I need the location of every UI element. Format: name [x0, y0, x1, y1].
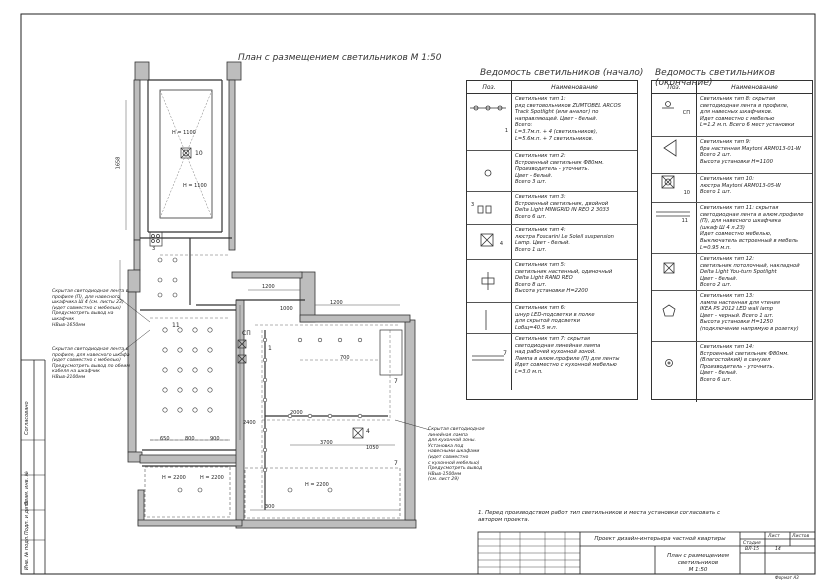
wall-segment	[133, 79, 141, 241]
plan-mark: СП	[242, 330, 251, 337]
side-inv: Инв. № подл.	[24, 535, 30, 571]
row-text: Светильник тип 10: люстра Maytoni ARM013…	[700, 176, 781, 196]
dim-label: 1200	[262, 284, 275, 290]
callout-left-mid: Скрытая светодиодная лента в профиле, дл…	[52, 347, 130, 380]
title-block	[477, 531, 816, 575]
table-left-title: Ведомость светильников (начало)	[480, 68, 644, 78]
plan-title: План с размещением светильников М 1:50	[238, 53, 442, 63]
table-row: Светильник тип 6: шнур LED-подсветки в п…	[467, 303, 637, 334]
dim-label: H = 1100	[183, 183, 207, 189]
wall-segment	[139, 454, 241, 464]
table-row: Светильник тип 14: Встроенный светильник…	[652, 342, 812, 402]
wall-segment	[299, 314, 411, 323]
row-text: Светильник тип 5: светильник настенный, …	[515, 262, 613, 295]
sheet-header: Лист	[768, 534, 780, 539]
plan-mark: 7	[394, 378, 398, 385]
row-text: Светильник тип 6: шнур LED-подсветки в п…	[515, 305, 595, 331]
col-pos-header: Поз.	[652, 81, 697, 93]
row-text: Светильник тип 12: светильник потолочный…	[700, 256, 800, 289]
stage-header: Стадия	[743, 541, 761, 546]
wall-segment	[235, 519, 417, 529]
wall-segment	[404, 319, 416, 521]
sheet-name: План с размещением светильников М 1:50	[667, 553, 729, 573]
dim-label: H = 2200	[200, 475, 224, 481]
table-row: Светильник тип 5: светильник настенный, …	[467, 260, 637, 303]
dim-label: 700	[340, 355, 350, 361]
legend-symbols-left	[470, 105, 506, 361]
wall-segment	[134, 61, 150, 81]
row-text: Светильник тип 4: люстра Foscarini Le So…	[515, 227, 614, 253]
project-name: Проект дизайн-интерьера частной квартиры	[594, 536, 726, 542]
row-text: Светильник тип 9: бра настенная Maytoni …	[700, 139, 801, 165]
row-text: Светильник тип 8: скрытая светодиодная л…	[700, 96, 795, 129]
table-row: Светильник тип 9: бра настенная Maytoni …	[652, 137, 812, 174]
wall-segment	[137, 519, 243, 527]
dim-label: 650	[160, 436, 170, 442]
wall-segment	[133, 239, 141, 271]
table-row: Светильник тип 12: светильник потолочный…	[652, 254, 812, 291]
wall-segment	[228, 79, 236, 251]
plan-mark: 4	[366, 428, 370, 435]
col-name-header: Наименование	[551, 83, 598, 91]
dim-label: 1000	[280, 306, 293, 312]
side-sign: Подп. и дата	[24, 500, 30, 535]
row-text: Светильник тип 14: Встроенный светильник…	[700, 344, 789, 383]
plan-mark: 1	[268, 345, 272, 352]
sheet-frame	[20, 13, 816, 575]
table-row: Светильник тип 2: Встроенный светильник …	[467, 151, 637, 192]
dim-label: 3700	[320, 440, 333, 446]
table-row: Светильник тип 13: лампа настенная для ч…	[652, 291, 812, 342]
sheets-header: Листов	[792, 534, 810, 539]
dim-label: 1200	[330, 300, 343, 306]
plan-mark: 3	[152, 246, 156, 252]
col-pos-header: Поз.	[467, 81, 512, 93]
col-name-header: Наименование	[731, 83, 778, 91]
dim-label: 800	[185, 436, 195, 442]
dim-label: 2400	[243, 420, 256, 426]
dim-label: H = 2200	[162, 475, 186, 481]
legend-symbols-right	[656, 101, 690, 367]
row-text: Светильник тип 1: ряд световольников ZUM…	[515, 96, 621, 142]
dim-label: 300	[265, 504, 275, 510]
dim-label: H = 1100	[172, 130, 196, 136]
wall-segment	[299, 271, 316, 323]
floor-plan	[117, 61, 431, 529]
plan-mark: 11	[172, 322, 180, 329]
dim-label: H = 2200	[305, 482, 329, 488]
row-text: Светильник тип 3: Встроенный светильник,…	[515, 194, 610, 220]
format-label: Формат А3	[775, 575, 799, 580]
dim-label: 900	[210, 436, 220, 442]
side-vzam: Взам. инв. №	[24, 471, 30, 505]
dim-label: 1050	[366, 445, 379, 451]
side-agreed: Согласовано	[24, 401, 30, 435]
callout-right: Скрытая светодиодная линейная лампа для …	[428, 427, 485, 483]
doc-code: ВЛ-15	[745, 547, 760, 552]
table-right-title: Ведомость светильников (окончание)	[655, 68, 776, 88]
general-note: 1. Перед производством работ тип светиль…	[478, 510, 721, 523]
row-text: Светильник тип 11: скрытая светодиодная …	[700, 205, 804, 251]
wall-segment	[231, 271, 303, 279]
wall-segment	[226, 61, 242, 81]
row-text: Светильник тип 13: лампа настенная для ч…	[700, 293, 799, 332]
dim-label: 2000	[290, 410, 303, 416]
sheet-number: 14	[775, 547, 781, 552]
callout-left-top: Скрытая светодиодная лента в профиле (П)…	[52, 289, 129, 328]
dim-label: 1658	[115, 156, 122, 170]
row-text: Светильник тип 7: скрытая светодиодная л…	[515, 336, 620, 375]
plan-mark: 7	[394, 460, 398, 467]
plan-mark: 10	[195, 150, 203, 157]
row-text: Светильник тип 2: Встроенный светильник …	[515, 153, 604, 186]
